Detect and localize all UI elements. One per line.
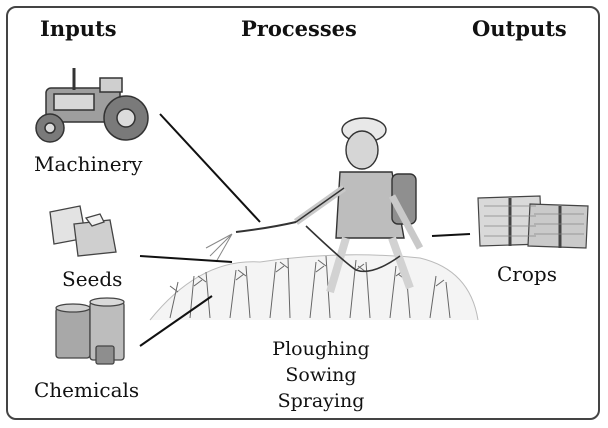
tractor-icon (36, 68, 148, 142)
chemical-cans-icon (56, 298, 124, 364)
output-label-crops: Crops (497, 262, 557, 286)
process-sowing: Sowing (246, 362, 396, 388)
input-label-seeds: Seeds (62, 267, 122, 291)
process-spraying: Spraying (246, 388, 396, 414)
process-ploughing: Ploughing (246, 336, 396, 362)
connector-crops (432, 234, 470, 236)
input-label-chemicals: Chemicals (34, 378, 139, 402)
seed-bags-icon (50, 206, 116, 256)
input-label-machinery: Machinery (34, 152, 142, 176)
connector-machinery (160, 114, 260, 222)
process-list: Ploughing Sowing Spraying (246, 336, 396, 414)
crop-bundles-icon (478, 196, 588, 248)
field-plants (150, 255, 478, 320)
